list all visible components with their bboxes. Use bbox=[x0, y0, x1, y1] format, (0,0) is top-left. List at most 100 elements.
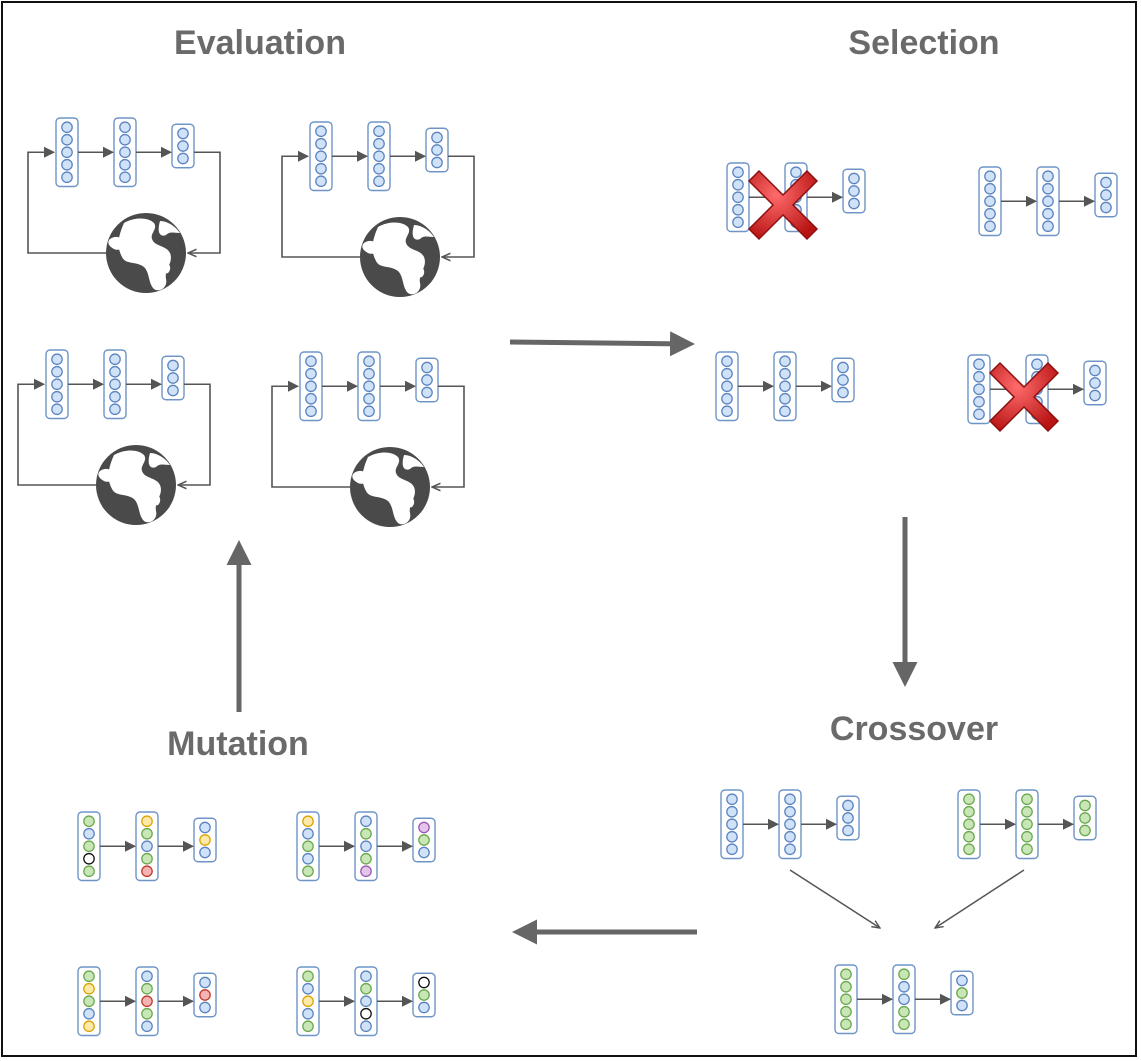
cycle-arrows bbox=[226, 331, 918, 945]
neuron-node bbox=[973, 383, 985, 396]
stage-title-crossover: Crossover bbox=[829, 710, 999, 748]
neuron-node bbox=[61, 171, 73, 184]
neural-network bbox=[296, 811, 436, 882]
neuron-node bbox=[973, 395, 985, 408]
neuron-node bbox=[732, 191, 744, 204]
neuron-node bbox=[141, 865, 153, 878]
feedback-arrow bbox=[271, 380, 350, 488]
neuron-node bbox=[305, 367, 317, 380]
neuron-node bbox=[726, 818, 738, 831]
neuron-node bbox=[315, 137, 327, 150]
neuron-node bbox=[199, 1001, 211, 1014]
neuron-node bbox=[721, 380, 733, 393]
neuron-node bbox=[315, 162, 327, 175]
neuron-node bbox=[373, 150, 385, 163]
neuron-node bbox=[302, 1020, 314, 1033]
neuron-node bbox=[418, 821, 430, 834]
neuron-node bbox=[302, 840, 314, 853]
neuron-node bbox=[83, 982, 95, 995]
neuron-node bbox=[840, 980, 852, 993]
neuron-node bbox=[790, 166, 802, 179]
neuron-node bbox=[83, 995, 95, 1008]
neuron-node bbox=[1042, 170, 1054, 183]
neuron-node bbox=[119, 146, 131, 159]
neuron-node bbox=[721, 392, 733, 405]
neuron-node bbox=[61, 121, 73, 134]
neuron-node bbox=[199, 989, 211, 1001]
neuron-node bbox=[732, 166, 744, 179]
neuron-node bbox=[199, 834, 211, 846]
neuron-node bbox=[848, 197, 860, 210]
neuron-node bbox=[109, 353, 121, 366]
stage-title-evaluation: Evaluation bbox=[174, 24, 346, 62]
feedback-arrow bbox=[17, 378, 96, 486]
neuron-node bbox=[141, 840, 153, 853]
neuron-node bbox=[1100, 189, 1112, 201]
neuron-node bbox=[1031, 358, 1043, 371]
neuron-node bbox=[732, 216, 744, 229]
neuron-node bbox=[83, 865, 95, 878]
neural-network bbox=[77, 811, 217, 882]
neuron-node bbox=[898, 980, 910, 993]
island-madagascar bbox=[407, 497, 415, 508]
neuron-node bbox=[363, 380, 375, 393]
neuron-node bbox=[360, 840, 372, 853]
evaluation-unit bbox=[17, 349, 211, 525]
crossover-section bbox=[720, 789, 1097, 1035]
neuron-node bbox=[418, 1001, 430, 1014]
neuron-node bbox=[83, 1020, 95, 1033]
neuron-node bbox=[418, 846, 430, 859]
neuron-node bbox=[373, 125, 385, 138]
neuron-node bbox=[898, 993, 910, 1006]
neuron-node bbox=[963, 805, 975, 818]
evaluation-unit bbox=[281, 121, 475, 297]
neuron-node bbox=[418, 989, 430, 1001]
continent-asia bbox=[158, 221, 180, 236]
neuron-node bbox=[840, 1005, 852, 1018]
neuron-node bbox=[360, 982, 372, 995]
neural-network bbox=[978, 166, 1118, 237]
neuron-node bbox=[956, 974, 968, 987]
neuron-node bbox=[363, 392, 375, 405]
neuron-node bbox=[732, 203, 744, 216]
neuron-node bbox=[431, 156, 443, 169]
neuron-node bbox=[898, 1005, 910, 1018]
neural-network bbox=[715, 351, 855, 422]
neural-network bbox=[45, 349, 185, 420]
neuron-node bbox=[302, 995, 314, 1008]
neuron-node bbox=[1100, 176, 1112, 189]
action-arrow bbox=[188, 151, 221, 253]
island-madagascar bbox=[163, 263, 171, 274]
neuron-node bbox=[726, 843, 738, 856]
neuron-node bbox=[721, 367, 733, 380]
neuron-node bbox=[302, 1007, 314, 1020]
neuron-node bbox=[837, 374, 849, 386]
neuron-node bbox=[1089, 377, 1101, 389]
neuron-node bbox=[1089, 389, 1101, 402]
neuron-node bbox=[167, 359, 179, 372]
neuron-node bbox=[1089, 364, 1101, 377]
neuron-node bbox=[315, 125, 327, 138]
neuron-node bbox=[302, 852, 314, 865]
neuron-node bbox=[1042, 207, 1054, 220]
neural-network bbox=[77, 966, 217, 1037]
neuron-node bbox=[973, 370, 985, 383]
neuron-node bbox=[418, 976, 430, 989]
neuron-node bbox=[141, 995, 153, 1008]
continent-americas bbox=[362, 240, 379, 254]
neuron-node bbox=[302, 982, 314, 995]
neuron-node bbox=[784, 843, 796, 856]
neuron-node bbox=[302, 827, 314, 840]
neuron-node bbox=[177, 152, 189, 165]
neuron-node bbox=[305, 392, 317, 405]
neuron-node bbox=[842, 812, 854, 824]
globe-icon bbox=[350, 447, 430, 527]
neuron-node bbox=[1042, 220, 1054, 233]
neuron-node bbox=[732, 178, 744, 191]
feedback-arrow bbox=[27, 146, 106, 254]
neuron-node bbox=[1021, 843, 1033, 856]
neuron-node bbox=[109, 378, 121, 391]
neuron-node bbox=[119, 171, 131, 184]
stage-title-mutation: Mutation bbox=[167, 725, 309, 763]
neuron-node bbox=[840, 1018, 852, 1031]
